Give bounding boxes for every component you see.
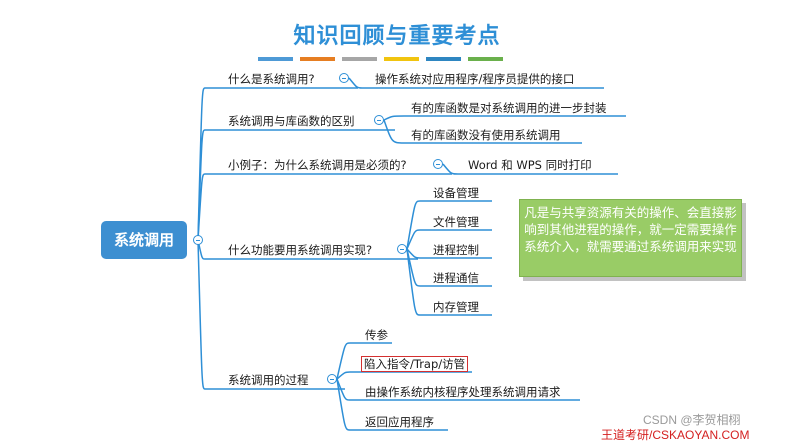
branch-4-label[interactable]: 系统调用的过程 bbox=[228, 373, 309, 387]
branch-2-label[interactable]: 小例子：为什么系统调用是必须的? bbox=[228, 158, 407, 172]
branch-4-child-0[interactable]: 传参 bbox=[365, 328, 388, 342]
title-color-bar bbox=[300, 57, 335, 61]
branch-3-child-3[interactable]: 进程通信 bbox=[433, 271, 479, 285]
branch-0-collapse-icon[interactable] bbox=[339, 73, 349, 83]
watermark-wangdao: 王道考研/CSKAOYAN.COM bbox=[601, 428, 750, 442]
branch-2-child-0[interactable]: Word 和 WPS 同时打印 bbox=[468, 158, 592, 172]
connector-branch-0 bbox=[348, 77, 363, 89]
branch-3-child-2[interactable]: 进程控制 bbox=[433, 243, 479, 257]
connector-root-branch bbox=[197, 129, 206, 241]
connector-branch-4 bbox=[336, 378, 351, 401]
connector-branch-4 bbox=[336, 378, 351, 431]
connector-branch-3 bbox=[406, 248, 421, 259]
connector-branch-1 bbox=[383, 115, 405, 121]
connector-root-branch bbox=[197, 173, 206, 241]
connector-branch-2 bbox=[442, 163, 459, 175]
root-collapse-icon[interactable] bbox=[193, 235, 203, 245]
callout-note: 凡是与共享资源有关的操作、会直接影响到其他进程的操作，就一定需要操作系统介入，就… bbox=[519, 199, 742, 277]
page-title: 知识回顾与重要考点 bbox=[293, 24, 501, 49]
title-color-bar bbox=[258, 57, 293, 61]
branch-1-child-1[interactable]: 有的库函数没有使用系统调用 bbox=[411, 128, 561, 142]
branch-1-child-0[interactable]: 有的库函数是对系统调用的进一步封装 bbox=[411, 101, 607, 115]
watermark-csdn: CSDN @李贺相栩 bbox=[643, 413, 741, 427]
connector-branch-4 bbox=[336, 342, 351, 380]
branch-0-label[interactable]: 什么是系统调用? bbox=[228, 72, 315, 86]
branch-0-child-0[interactable]: 操作系统对应用程序/程序员提供的接口 bbox=[375, 72, 575, 86]
title-color-bar bbox=[426, 57, 461, 61]
connector-root-branch bbox=[197, 239, 206, 390]
branch-3-child-0[interactable]: 设备管理 bbox=[433, 186, 479, 200]
branch-2-collapse-icon[interactable] bbox=[433, 159, 443, 169]
connector-branch-3 bbox=[406, 229, 421, 250]
branch-1-label[interactable]: 系统调用与库函数的区别 bbox=[228, 114, 355, 128]
root-node[interactable]: 系统调用 bbox=[101, 221, 187, 259]
branch-1-collapse-icon[interactable] bbox=[374, 115, 384, 125]
branch-3-child-1[interactable]: 文件管理 bbox=[433, 215, 479, 229]
connector-branch-3 bbox=[406, 248, 421, 287]
connector-branch-1 bbox=[383, 119, 405, 144]
branch-3-collapse-icon[interactable] bbox=[397, 244, 407, 254]
title-color-bar bbox=[468, 57, 503, 61]
branch-4-child-3[interactable]: 返回应用程序 bbox=[365, 415, 434, 429]
branch-4-child-1[interactable]: 陷入指令/Trap/访管 bbox=[361, 356, 469, 372]
title-color-bar bbox=[384, 57, 419, 61]
connector-branch-3 bbox=[406, 200, 421, 250]
branch-4-child-2[interactable]: 由操作系统内核程序处理系统调用请求 bbox=[365, 385, 561, 399]
branch-3-label[interactable]: 什么功能要用系统调用实现? bbox=[228, 243, 373, 257]
branch-4-collapse-icon[interactable] bbox=[327, 374, 337, 384]
branch-3-child-4[interactable]: 内存管理 bbox=[433, 300, 479, 314]
connector-branch-4 bbox=[336, 371, 351, 380]
connector-branch-3 bbox=[406, 248, 421, 316]
title-color-bar bbox=[342, 57, 377, 61]
